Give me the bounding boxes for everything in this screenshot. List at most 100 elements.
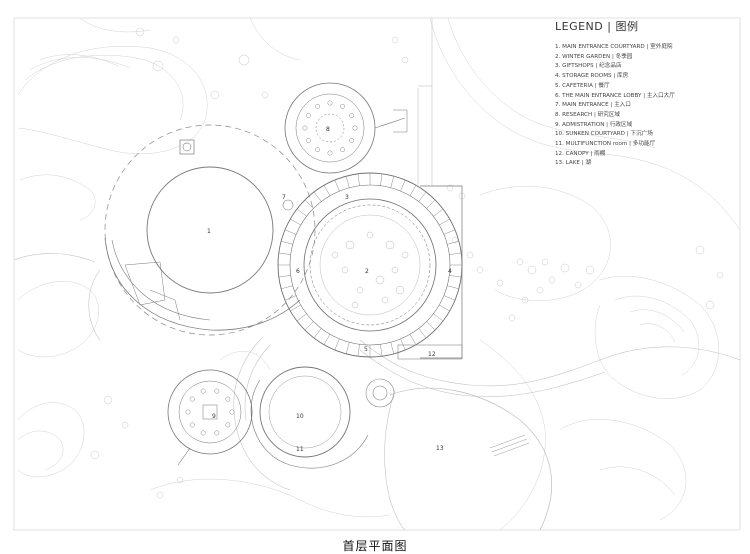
structure-mark (296, 313, 307, 322)
structure-mark (278, 252, 291, 255)
structure-mark (304, 321, 314, 331)
label-8: 8 (326, 126, 330, 133)
drawing-frame (13, 17, 741, 531)
column-dot (352, 125, 358, 131)
column-dot (225, 396, 231, 402)
structure-mark (334, 338, 340, 351)
dock-steps (489, 434, 530, 457)
column-dot (315, 147, 320, 153)
structure-mark (323, 185, 331, 196)
structure-mark (426, 321, 436, 331)
structure-mark (409, 185, 417, 196)
structure-mark (439, 218, 450, 226)
structure-mark (345, 176, 350, 188)
administration-building (167, 369, 253, 466)
column-dot (349, 138, 355, 143)
column-dot (327, 100, 333, 106)
legend-item: 9. ADMISTRATION | 行政区域 (555, 121, 633, 128)
column-dot (305, 113, 311, 118)
structure-mark (357, 344, 360, 357)
main-entrance-courtyard (104, 124, 316, 336)
label-1: 1 (207, 228, 211, 235)
structure-mark (418, 328, 427, 339)
label-9: 9 (212, 413, 216, 420)
legend-list: 1. MAIN ENTRANCE COURTYARD | 室外庭院 2. WIN… (555, 43, 745, 169)
column-dot (214, 388, 220, 394)
structure-mark (439, 304, 450, 312)
legend-title: LEGEND | 图例 (555, 20, 639, 33)
structure-mark (304, 199, 314, 209)
structure-mark (290, 218, 301, 226)
courtyard-sculpture (179, 139, 195, 155)
label-6: 6 (296, 268, 300, 275)
structure-mark (357, 173, 360, 186)
label-12: 12 (428, 351, 436, 358)
structure-mark (447, 240, 459, 245)
structure-mark (313, 328, 322, 339)
legend-item: 5. CAFETERIA | 餐厅 (555, 82, 610, 89)
terrain-contours (17, 17, 741, 531)
lake-pavilion (365, 378, 395, 408)
structure-mark (284, 295, 297, 301)
sunken-courtyard (250, 366, 369, 469)
column-dot (200, 388, 206, 394)
administration-columns (185, 388, 235, 436)
winter-garden-structure (278, 173, 462, 357)
structure-mark (447, 285, 459, 290)
structure-mark (281, 285, 293, 290)
structure-mark (284, 229, 297, 235)
label-5: 5 (364, 346, 368, 353)
column-dot (315, 103, 320, 109)
column-dot (225, 422, 231, 428)
legend-item: 2. WINTER GARDEN | 冬季园 (555, 53, 633, 60)
structure-mark (400, 179, 406, 192)
canopy (397, 344, 463, 360)
storage-rooms-block (420, 185, 463, 359)
structure-mark (433, 313, 444, 322)
legend-item: 7. MAIN ENTRANCE | 主入口 (555, 102, 631, 109)
structure-mark (278, 275, 291, 278)
structure-mark (380, 173, 383, 186)
structure-mark (290, 304, 301, 312)
column-dot (349, 113, 355, 118)
structure-mark (443, 295, 456, 301)
label-2: 2 (365, 268, 369, 275)
label-3: 3 (345, 194, 349, 201)
legend-item: 10. SUNKEN COURTYARD | 下沉广场 (555, 131, 653, 138)
structure-mark (449, 252, 462, 255)
legend-item: 8. RESEARCH | 研究区域 (555, 111, 620, 118)
structure-mark (433, 208, 444, 217)
structure-mark (380, 344, 383, 357)
structure-mark (323, 334, 331, 345)
structure-mark (334, 179, 340, 192)
structure-mark (296, 208, 307, 217)
structure-mark (400, 338, 406, 351)
structure-mark (409, 334, 417, 345)
column-dot (302, 125, 308, 131)
column-dot (189, 396, 195, 402)
column-dot (200, 430, 206, 436)
label-7: 7 (282, 194, 286, 201)
main-entrance-marker (282, 199, 294, 211)
structure-mark (443, 229, 456, 235)
label-4: 4 (448, 268, 452, 275)
structure-mark (313, 191, 322, 202)
legend-item: 1. MAIN ENTRANCE COURTYARD | 室外庭院 (555, 44, 673, 50)
structure-mark (426, 199, 436, 209)
structure-mark (390, 342, 395, 354)
column-dot (305, 138, 311, 143)
column-dot (340, 103, 345, 109)
winter-garden-trees (331, 231, 409, 309)
column-dot (189, 422, 195, 428)
structure-mark (418, 191, 427, 202)
research-columns (302, 100, 358, 156)
column-dot (185, 409, 191, 415)
column-dot (214, 430, 220, 436)
label-13: 13 (436, 445, 444, 452)
structure-mark (449, 275, 462, 278)
legend-item: 13. LAKE | 湖 (555, 160, 591, 167)
drawing-caption: 首层平面图 (342, 539, 408, 553)
legend-item: 4. STORAGE ROOMS | 库房 (555, 73, 629, 80)
structure-mark (281, 240, 293, 245)
